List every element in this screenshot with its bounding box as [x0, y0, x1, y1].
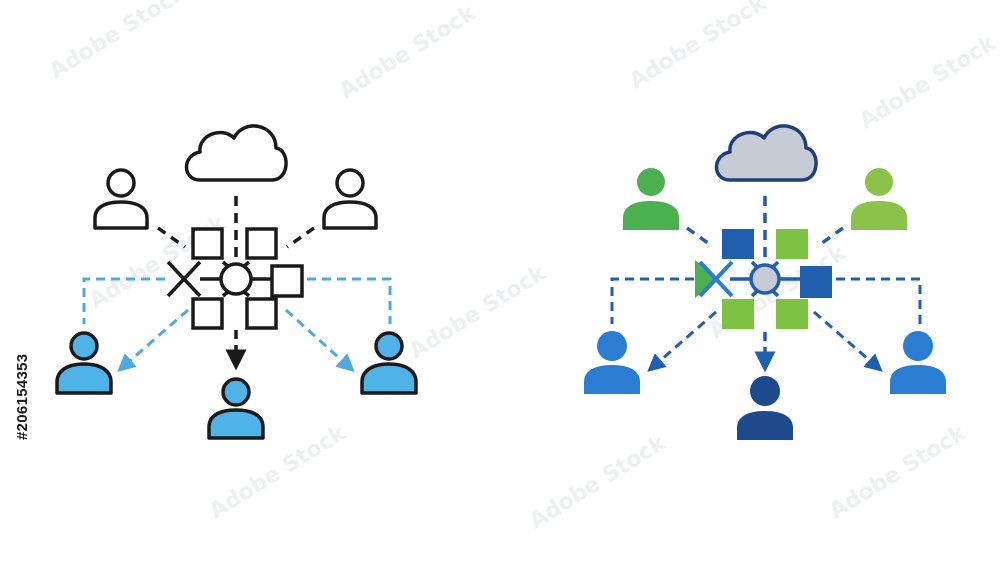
user-icon [737, 376, 793, 440]
grid-square [800, 266, 832, 298]
grid-square [776, 299, 808, 329]
network-grid [191, 227, 304, 330]
user-icon [623, 168, 679, 230]
user-icon [851, 168, 907, 230]
user-icon [322, 168, 378, 230]
connector-line [836, 277, 922, 324]
arrow-icon [284, 308, 355, 373]
close-icon [698, 260, 734, 298]
hub-node [749, 263, 781, 295]
play-icon [695, 260, 718, 298]
connector-line [816, 226, 845, 248]
user-icon [360, 331, 418, 395]
hub-node [219, 262, 253, 296]
network-distribution-outline-icon [55, 124, 418, 440]
close-icon [166, 260, 202, 298]
network-distribution-color-icon [584, 124, 946, 440]
connector-line [307, 277, 392, 324]
stock-id-label: #206154353 [14, 353, 31, 440]
grid-square [722, 299, 754, 329]
arrow-icon [117, 308, 189, 372]
user-icon [207, 377, 265, 440]
connector-line [82, 277, 165, 324]
connector-line [285, 226, 316, 249]
cloud-icon [714, 124, 818, 182]
grid-square [722, 229, 754, 259]
user-icon [584, 331, 640, 394]
connector-line [156, 226, 187, 249]
user-icon [55, 331, 113, 395]
arrow-icon [647, 310, 717, 372]
user-icon [93, 168, 149, 230]
arrow-icon [813, 310, 883, 372]
connector-line [610, 277, 694, 324]
user-icon [890, 331, 946, 394]
connector-line [685, 226, 714, 248]
grid-square [776, 229, 808, 259]
cloud-icon [184, 124, 288, 182]
